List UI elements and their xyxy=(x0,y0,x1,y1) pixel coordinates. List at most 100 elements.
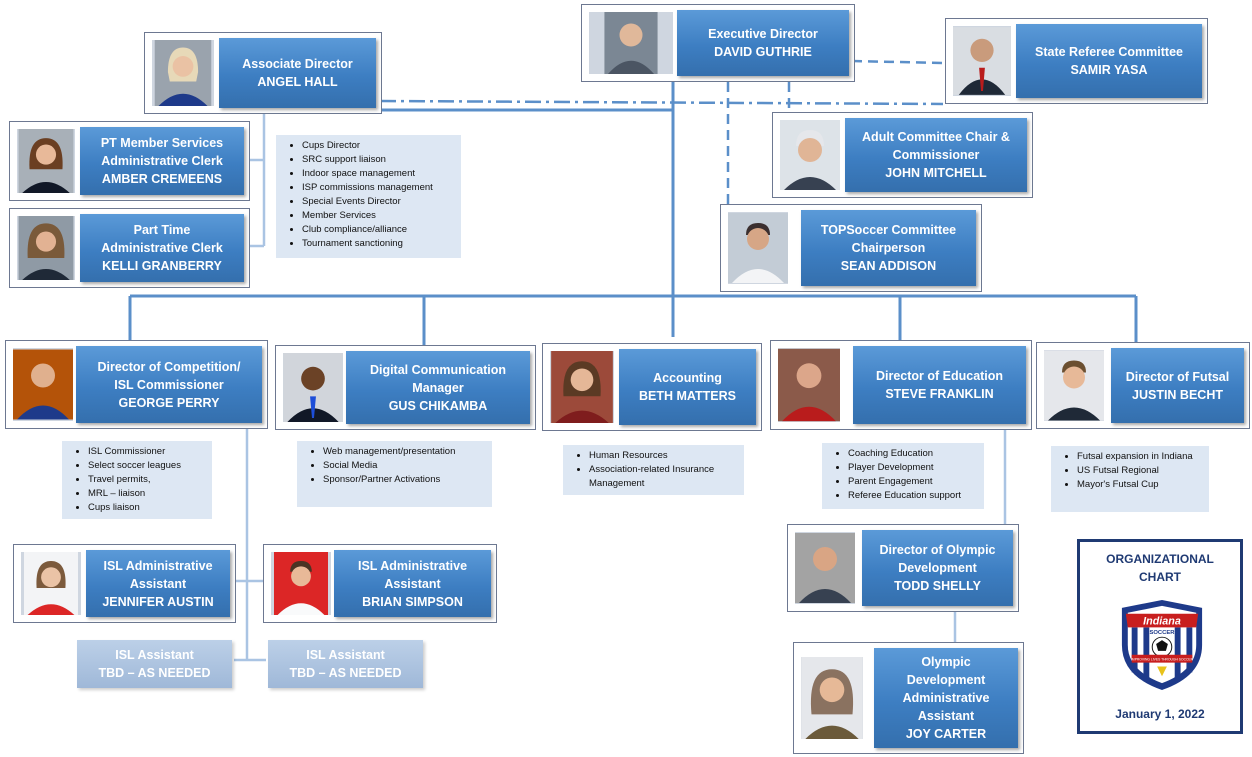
role-title-line2: Chairperson xyxy=(851,241,926,255)
duty-item: MRL – liaison xyxy=(88,487,206,501)
label-director-of-futsal: Director of Futsal JUSTIN BECHT xyxy=(1111,348,1244,423)
role-title-line2: Commissioner xyxy=(892,148,980,162)
role-title-line2: Development xyxy=(906,673,986,687)
role-title-line1: ISL Administrative xyxy=(357,558,468,573)
role-title-line2: Administrative Clerk xyxy=(101,241,223,255)
person-name: SEAN ADDISON xyxy=(840,259,937,273)
photo-sean-addison xyxy=(728,212,788,284)
role-title-line1: Olympic xyxy=(921,655,971,669)
label-digital-communication-manager: Digital Communication Manager GUS CHIKAM… xyxy=(346,351,530,424)
duty-item: Indoor space management xyxy=(302,167,455,181)
duty-item: Member Services xyxy=(302,209,455,223)
duty-item: Travel permits, xyxy=(88,473,206,487)
photo-john-mitchell xyxy=(780,120,840,190)
duty-item: SRC support liaison xyxy=(302,153,455,167)
label-part-time-administrative-clerk: Part Time Administrative Clerk KELLI GRA… xyxy=(80,214,244,282)
duty-item: Social Media xyxy=(323,459,486,473)
card-director-of-olympic-development: Director of Olympic Development TODD SHE… xyxy=(787,524,1019,612)
label-topsoccer-committee: TOPSoccer Committee Chairperson SEAN ADD… xyxy=(801,210,976,286)
person-name: BETH MATTERS xyxy=(639,389,736,403)
person-name: GUS CHIKAMBA xyxy=(388,398,488,413)
role-title-line4: Assistant xyxy=(917,709,975,723)
role-title-line2: Assistant xyxy=(129,576,187,591)
logo-motto: IMPROVING LIVES THROUGH SOCCER xyxy=(1131,658,1194,662)
person-name: DAVID GUTHRIE xyxy=(714,45,812,59)
duty-item: Mayor's Futsal Cup xyxy=(1077,478,1203,492)
role-title: ISL Assistant xyxy=(306,648,385,662)
role-title-line1: Digital Communication xyxy=(369,362,507,377)
role-title-line1: PT Member Services xyxy=(100,136,224,150)
duty-item: Futsal expansion in Indiana xyxy=(1077,450,1203,464)
person-name: TBD – AS NEEDED xyxy=(98,666,211,680)
duties-director-of-futsal: Futsal expansion in Indiana US Futsal Re… xyxy=(1051,446,1209,512)
label-olympic-development-admin-assistant: Olympic Development Administrative Assis… xyxy=(874,648,1018,748)
organizational-chart-legend: ORGANIZATIONAL CHART Indiana SOCCER IMPR… xyxy=(1077,539,1243,734)
role-title-line2: ISL Commissioner xyxy=(114,377,224,392)
role-title-line2: Manager xyxy=(412,380,464,395)
person-name: STEVE FRANKLIN xyxy=(885,387,994,401)
duty-item: Club compliance/alliance xyxy=(302,223,455,237)
photo-brian-simpson xyxy=(271,552,331,615)
indiana-soccer-logo-icon: Indiana SOCCER IMPROVING LIVES THROUGH S… xyxy=(1121,600,1203,690)
duty-item: Cups Director xyxy=(302,139,455,153)
role-title-line1: TOPSoccer Committee xyxy=(820,223,957,237)
card-isl-admin-assistant-austin: ISL Administrative Assistant JENNIFER AU… xyxy=(13,544,236,623)
photo-justin-becht xyxy=(1044,350,1104,421)
duty-item: Human Resources xyxy=(589,449,738,463)
photo-gus-chikamba xyxy=(283,353,343,422)
logo-sub: SOCCER xyxy=(1149,630,1175,636)
box-isl-assistant-tbd-1: ISL Assistant TBD – AS NEEDED xyxy=(77,640,232,688)
duty-item: Player Development xyxy=(848,461,978,475)
role-title: Accounting xyxy=(653,371,722,385)
label-accounting: Accounting BETH MATTERS xyxy=(619,349,756,425)
role-title-line3: Administrative xyxy=(902,691,990,705)
role-title: Director of Futsal xyxy=(1125,369,1230,384)
duty-item: Association-related Insurance Management xyxy=(589,463,738,491)
label-director-of-education: Director of Education STEVE FRANKLIN xyxy=(853,346,1026,424)
label-director-of-competition: Director of Competition/ ISL Commissione… xyxy=(76,346,262,423)
photo-beth-matters xyxy=(550,351,614,423)
duty-item: Referee Education support xyxy=(848,489,978,503)
person-name: JOY CARTER xyxy=(905,727,987,741)
label-isl-admin-assistant-austin: ISL Administrative Assistant JENNIFER AU… xyxy=(86,550,230,617)
person-name: ANGEL HALL xyxy=(257,75,338,89)
person-name: TBD – AS NEEDED xyxy=(289,666,402,680)
card-associate-director: Associate Director ANGEL HALL xyxy=(144,32,382,114)
photo-kelli-granberry xyxy=(17,216,75,280)
card-isl-admin-assistant-simpson: ISL Administrative Assistant BRIAN SIMPS… xyxy=(263,544,497,623)
role-title-line1: Part Time xyxy=(133,223,191,237)
duties-director-of-competition: ISL Commissioner Select soccer leagues T… xyxy=(62,441,212,519)
photo-todd-shelly xyxy=(795,532,855,604)
role-title: ISL Assistant xyxy=(115,648,194,662)
role-title-line1: Director of Olympic xyxy=(879,543,996,557)
person-name: GEORGE PERRY xyxy=(118,395,220,410)
duties-director-of-education: Coaching Education Player Development Pa… xyxy=(822,443,984,509)
duties-associate-director: Cups Director SRC support liaison Indoor… xyxy=(276,135,461,258)
duty-item: Sponsor/Partner Activations xyxy=(323,473,486,487)
box-isl-assistant-tbd-2: ISL Assistant TBD – AS NEEDED xyxy=(268,640,423,688)
role-title-line2: Development xyxy=(898,561,977,575)
role-title-line2: Assistant xyxy=(384,576,441,591)
role-title-line1: Adult Committee Chair & xyxy=(862,130,1010,144)
duty-item: US Futsal Regional xyxy=(1077,464,1203,478)
duty-item: Special Events Director xyxy=(302,195,455,209)
card-digital-communication-manager: Digital Communication Manager GUS CHIKAM… xyxy=(275,345,536,430)
role-title-line2: Administrative Clerk xyxy=(101,154,223,168)
card-director-of-education: Director of Education STEVE FRANKLIN xyxy=(770,340,1032,430)
person-name: JUSTIN BECHT xyxy=(1132,387,1223,402)
card-topsoccer-committee: TOPSoccer Committee Chairperson SEAN ADD… xyxy=(720,204,982,292)
role-title: Associate Director xyxy=(242,57,353,71)
photo-joy-carter xyxy=(801,657,863,739)
person-name: AMBER CREMEENS xyxy=(101,172,223,186)
card-director-of-competition: Director of Competition/ ISL Commissione… xyxy=(5,340,268,429)
card-director-of-futsal: Director of Futsal JUSTIN BECHT xyxy=(1036,342,1250,429)
photo-steve-franklin xyxy=(778,348,840,422)
legend-title-line2: CHART xyxy=(1139,570,1181,584)
role-title: Director of Education xyxy=(875,369,1004,383)
person-name: KELLI GRANBERRY xyxy=(102,259,222,273)
legend-date: January 1, 2022 xyxy=(1115,707,1205,721)
duty-item: Cups liaison xyxy=(88,501,206,515)
duty-item: ISP commissions management xyxy=(302,181,455,195)
card-accounting: Accounting BETH MATTERS xyxy=(542,343,762,431)
